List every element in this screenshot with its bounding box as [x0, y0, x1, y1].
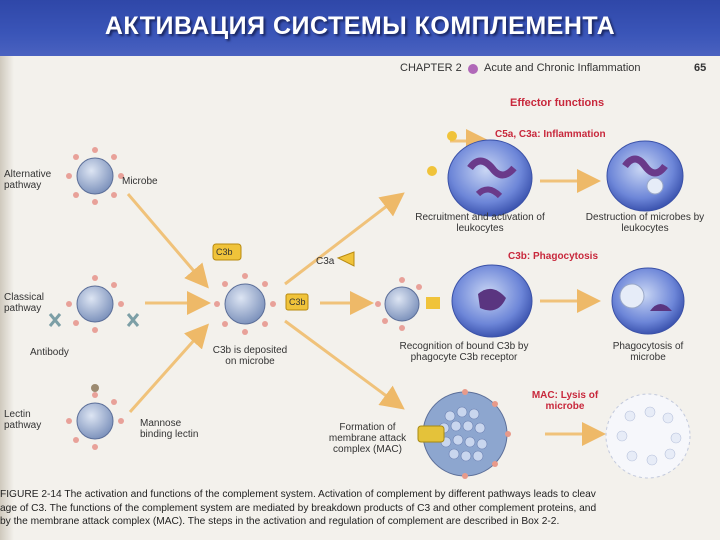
- chapter-title: Acute and Chronic Inflammation: [484, 62, 641, 74]
- microbe-label: Microbe: [122, 176, 158, 187]
- c3b-tag-label: C3b: [289, 297, 306, 307]
- diagram-graphics: [48, 129, 691, 479]
- phagocyte-recognition: [375, 264, 533, 338]
- antibody-label: Antibody: [30, 347, 69, 358]
- microbe-lectin: [66, 384, 124, 450]
- lysed-microbe: [605, 393, 691, 479]
- c3b-deposited-label: C3b is deposited on microbe: [212, 345, 288, 367]
- central-microbe: [212, 243, 355, 335]
- pathway-arrows: [126, 129, 606, 446]
- recruitment-label: Recruitment and activation of leukocytes: [415, 212, 545, 234]
- recognition-label: Recognition of bound C3b by phagocyte C3…: [399, 341, 529, 363]
- mannose-lectin-label: Mannose binding lectin: [140, 418, 199, 440]
- mac-complex: [417, 389, 511, 479]
- caption-line-3: by the membrane attack complex (MAC). Th…: [0, 516, 560, 527]
- title-bar: АКТИВАЦИЯ СИСТЕМЫ КОМПЛЕМЕНТА: [0, 0, 720, 56]
- leukocyte-destruction: [606, 140, 684, 212]
- microbe-alternative: [66, 147, 124, 205]
- arrow-alternative: [126, 193, 209, 289]
- caption-line-1: FIGURE 2-14 The activation and functions…: [0, 489, 596, 500]
- slide-title: АКТИВАЦИЯ СИСТЕМЫ КОМПЛЕМЕНТА: [104, 12, 616, 40]
- microbe-classical: [48, 275, 140, 333]
- arrow-to-inflammation: [284, 192, 405, 286]
- chapter-label: CHAPTER 2: [400, 62, 462, 74]
- arrow-to-mac: [284, 319, 405, 410]
- page-gutter-shadow: [0, 56, 14, 540]
- phagocytosis-label: Phagocytosis of microbe: [612, 341, 684, 363]
- figure-caption: FIGURE 2-14 The activation and functions…: [0, 488, 712, 529]
- caption-line-2: age of C3. The functions of the compleme…: [0, 502, 597, 514]
- effector-title: Effector functions: [510, 97, 605, 109]
- c3b-top-label: C3b: [216, 247, 233, 257]
- arrow-lectin: [128, 323, 209, 413]
- phagocyte-engulf: [611, 267, 685, 335]
- inflammation-title: C5a, C3a: Inflammation: [495, 129, 606, 140]
- mac-formation-label: Formation of membrane attack complex (MA…: [328, 422, 407, 455]
- lectin-pathway-label: Lectin pathway: [4, 409, 42, 431]
- textbook-figure: CHAPTER 2 Acute and Chronic Inflammation…: [0, 56, 720, 540]
- destruction-label: Destruction of microbes by leukocytes: [585, 212, 705, 234]
- phagocytosis-title: C3b: Phagocytosis: [508, 251, 599, 262]
- mac-title: MAC: Lysis of microbe: [531, 390, 599, 412]
- page-number: 65: [694, 62, 707, 74]
- chapter-bullet-icon: [468, 64, 478, 74]
- alternative-pathway-label: Alternative pathway: [4, 169, 52, 191]
- leukocyte-recruitment: [427, 131, 533, 217]
- c3a-label: C3a: [316, 256, 335, 267]
- classical-pathway-label: Classical pathway: [4, 292, 45, 314]
